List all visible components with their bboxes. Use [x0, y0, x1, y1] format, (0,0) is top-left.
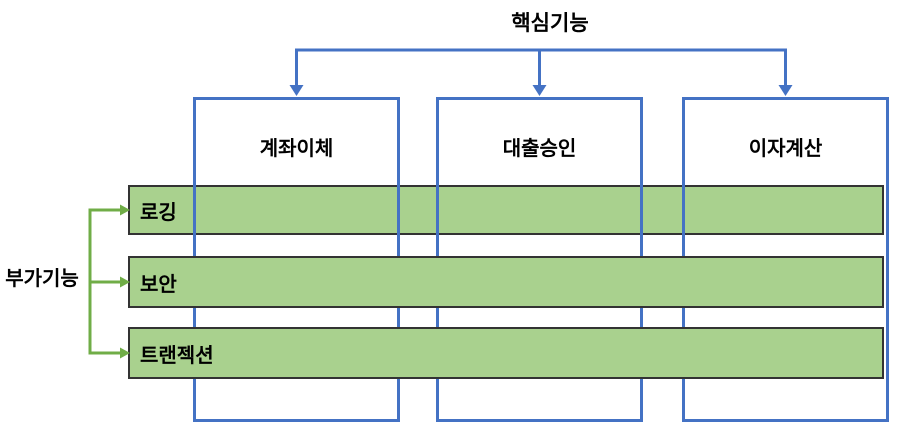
aspect-bar-transaction: 트랜젝션 [128, 327, 884, 379]
aspect-label-security: 보안 [140, 273, 177, 296]
core-label-interest-calculation: 이자계산 [748, 138, 823, 160]
aspect-connector-line [88, 208, 121, 355]
core-label-loan-approval: 대출승인 [502, 138, 577, 160]
arrow-down-icon [289, 85, 304, 96]
core-connector-line [295, 48, 787, 87]
core-label-account-transfer: 계좌이체 [259, 138, 334, 160]
arrow-down-icon [532, 85, 547, 96]
aspect-label-transaction: 트랜젝션 [140, 344, 214, 367]
aspect-label-logging: 로깅 [140, 201, 177, 224]
core-functions-title: 핵심기능 [511, 12, 589, 35]
aspect-connector [88, 204, 130, 359]
aspect-bar-logging: 로깅 [128, 185, 884, 235]
aspect-bar-security: 보안 [128, 256, 884, 308]
additional-functions-label: 부가기능 [5, 268, 79, 290]
core-connector [289, 48, 793, 96]
arrow-down-icon [778, 85, 793, 96]
